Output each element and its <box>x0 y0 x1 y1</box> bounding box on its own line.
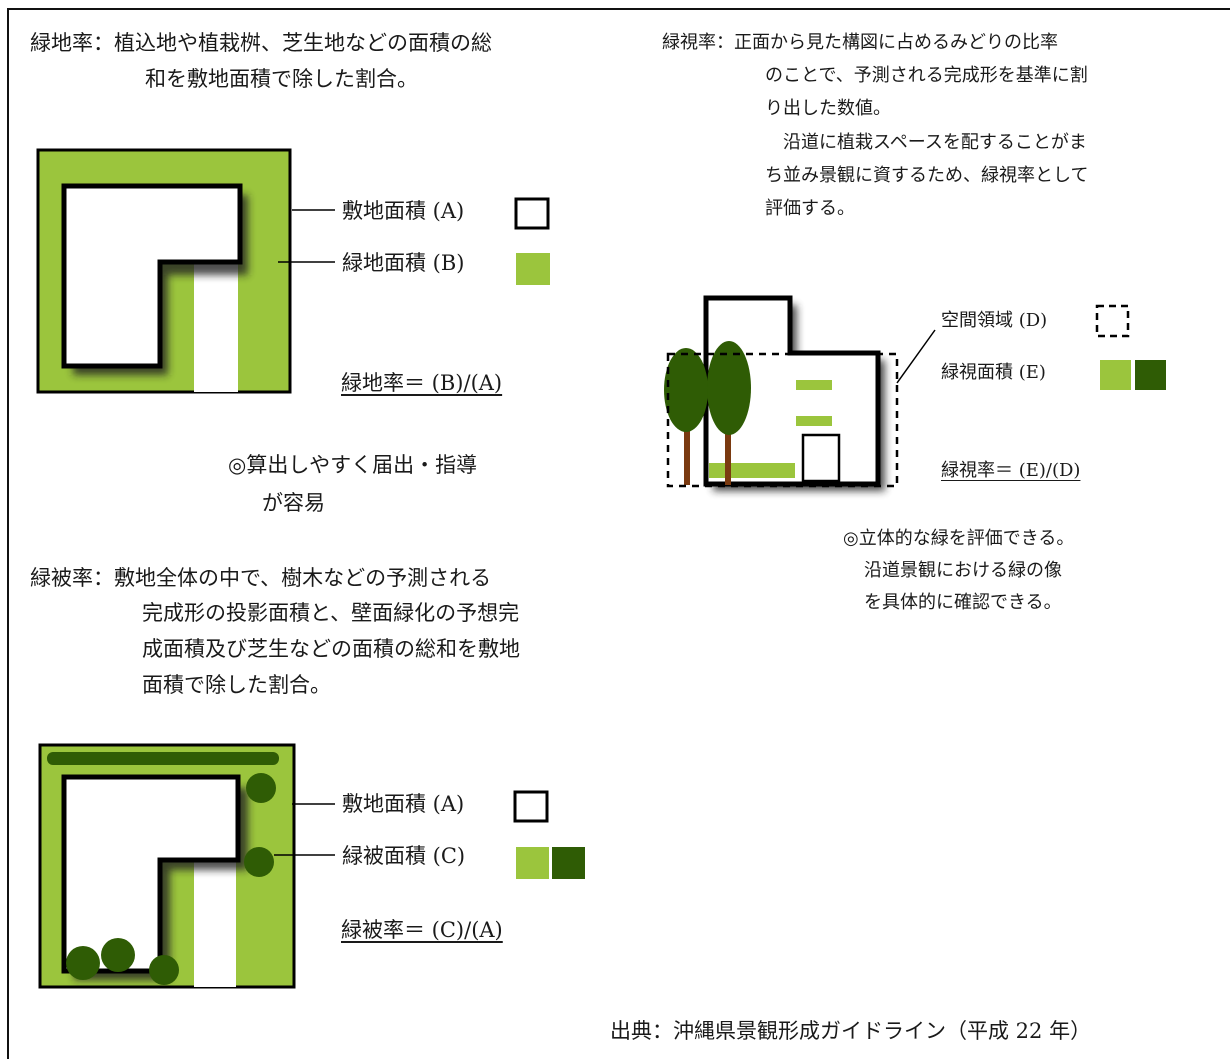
ryokushi-definition-line1: 緑視率：正面から見た構図に占めるみどりの比率 <box>662 32 1058 53</box>
space-region-label: 空間領域 (D) <box>941 310 1048 331</box>
ryokuchi-diagram <box>36 148 550 394</box>
ryokuchi-formula: 緑地率＝ (B)/(A) <box>341 371 503 395</box>
ryokushi-definition-line4: 沿道に植栽スペースを配することがま <box>765 132 1087 153</box>
cover-legend-swatch-dark <box>552 847 585 879</box>
ryokuhi-formula: 緑被率＝ (C)/(A) <box>341 918 503 942</box>
passage-white-strip <box>194 260 238 392</box>
balcony-greening <box>796 380 832 390</box>
green-legend-swatch <box>516 253 550 285</box>
ryokushi-definition-line2: のことで、予測される完成形を基準に割 <box>765 65 1088 86</box>
ryokuhi-definition-line4: 面積で除した割合。 <box>142 673 331 697</box>
ryokuhi-diagram <box>38 743 585 989</box>
site-area-label: 敷地面積 (A) <box>342 199 465 223</box>
entrance-door <box>801 433 841 483</box>
source-citation: 出典：沖縄県景観形成ガイドライン（平成 22 年） <box>610 1019 1092 1043</box>
view-legend-swatch-light <box>1100 360 1131 390</box>
balcony-greening <box>796 416 832 426</box>
ryokushi-formula: 緑視率＝ (E)/(D) <box>941 460 1081 481</box>
tree-canopy <box>244 847 274 877</box>
ryokushi-diagram <box>664 295 1166 491</box>
building-footprint <box>61 183 243 369</box>
ryokushi-definition-line3: り出した数値。 <box>765 98 891 119</box>
space-legend-swatch <box>1095 304 1130 338</box>
tree-crown <box>664 348 708 432</box>
space-leader-line <box>896 329 936 384</box>
ryokushi-note-line2: 沿道景観における緑の像 <box>864 560 1062 581</box>
building-footprint <box>61 774 241 974</box>
wall-greening-strip <box>47 752 279 765</box>
tree-canopy <box>66 946 100 980</box>
ryokuchi-note-line2: が容易 <box>262 491 325 515</box>
view-legend-swatch-dark <box>1135 360 1166 390</box>
ryokuhi-definition-line1: 緑被率：敷地全体の中で、樹木などの予測される <box>30 566 492 590</box>
ryokuhi-definition-line2: 完成形の投影面積と、壁面緑化の予想完 <box>142 601 520 625</box>
ryokuchi-definition-line1: 緑地率：植込地や植栽桝、芝生地などの面積の総 <box>30 31 492 55</box>
hedge-planting <box>709 463 795 478</box>
tree-canopy <box>149 955 179 985</box>
site-legend-swatch <box>514 197 550 230</box>
tree-trunk <box>684 415 690 485</box>
view-area-label: 緑視面積 (E) <box>941 362 1046 383</box>
green-area-label: 緑地面積 (B) <box>342 251 465 275</box>
ryokushi-definition-line6: 評価する。 <box>765 198 855 219</box>
ryokuchi-note-line1: ◎算出しやすく届出・指導 <box>228 453 478 477</box>
tree-crown <box>707 341 751 435</box>
cover-legend-swatch-light <box>516 847 549 879</box>
view-space-region <box>666 352 899 488</box>
site-legend-swatch <box>513 790 549 823</box>
cover-area-label: 緑被面積 (C) <box>342 844 466 868</box>
ryokushi-note-line3: を具体的に確認できる。 <box>864 592 1062 613</box>
tree-canopy <box>246 773 276 803</box>
ryokushi-definition-line5: ち並み景観に資するため、緑視率として <box>765 165 1089 186</box>
ryokuchi-definition-line2: 和を敷地面積で除した割合。 <box>145 67 418 91</box>
site-area-label: 敷地面積 (A) <box>342 792 465 816</box>
ryokuhi-definition-line3: 成面積及び芝生などの面積の総和を敷地 <box>142 637 520 661</box>
tree-canopy <box>101 938 135 972</box>
tree-trunk <box>725 420 731 485</box>
passage-white-strip <box>194 862 236 987</box>
ryokushi-note-line1: ◎立体的な緑を評価できる。 <box>843 528 1075 549</box>
page-frame <box>7 8 1230 1059</box>
